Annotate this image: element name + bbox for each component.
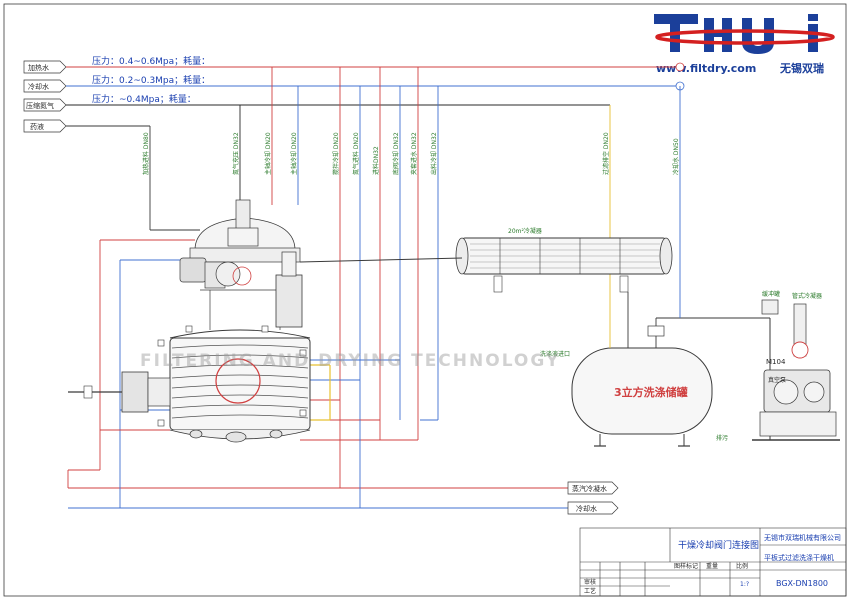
tank-label: 3立方洗涤储罐	[614, 385, 688, 399]
pressure-note-cold: 压力：0.2~0.3Mpa；耗量：	[92, 74, 210, 86]
pipe-label: 夹套进水 DN32	[410, 132, 418, 175]
title-block-text: 干燥冷却阀门连接图 无锡市双瑞机械有限公司 平板式过滤洗涤干燥机 BGX-DN1…	[584, 533, 841, 595]
logo-company-short: 无锡双瑞	[779, 61, 824, 75]
pipe-label: 冷却水 DN50	[672, 138, 680, 175]
drawing-border	[3, 3, 847, 597]
filter-dryer-vessel	[68, 199, 311, 443]
inlet-tag-nitrogen: 压缩氮气	[23, 98, 67, 112]
logo-mark-icon	[654, 14, 835, 54]
pipe-label: 过滤排空 DN20	[602, 132, 610, 175]
scale-value: 1:?	[740, 581, 749, 588]
inlet-tag-cooling-water: 冷却水	[23, 79, 67, 93]
outlet-tag-condensate: 蒸汽冷凝水	[567, 481, 619, 495]
pipe-label: 搅拌冷却 DN20	[332, 132, 340, 175]
vertical-pipes	[99, 67, 681, 470]
inlet-label: 冷却水	[28, 82, 49, 91]
pressure-note-hot: 压力：0.4~0.6Mpa；耗量：	[92, 55, 210, 67]
row-label-process: 工艺	[584, 587, 596, 595]
header-cell: 比例	[736, 562, 748, 570]
pipe-labels: 加热进料 DN80 氮气充压 DN32 主轴冷却 DN20 主轴冷却 DN20 …	[142, 132, 680, 175]
model-number: BGX-DN1800	[776, 579, 828, 588]
vacuum-pump-set: 真空泵 M104 缓冲罐 管式冷凝器	[730, 290, 840, 441]
watermark-text: FILTERING AND DRYING TECHNOLOGY	[140, 351, 560, 371]
header-cell: 重量	[706, 562, 718, 570]
title-block	[579, 527, 847, 597]
vacuum-pump-label: 真空泵	[768, 376, 786, 384]
row-label-review: 审核	[584, 578, 596, 586]
condenser-label: 20m²冷凝器	[508, 227, 542, 235]
inlet-tag-feed-liquid: 药液	[23, 119, 67, 133]
pipe-label: 氮气进料 DN20	[352, 132, 360, 175]
tank-side-label: 排污	[716, 434, 728, 442]
pipe-label: 氮气充压 DN32	[232, 132, 240, 175]
inlet-label: 药液	[30, 122, 44, 131]
outlet-label: 蒸汽冷凝水	[572, 484, 607, 493]
utility-inlets: 加热水 冷却水 压缩氮气 药液 压力：0.4~0.6Mpa；耗量： 压力：0.2…	[23, 55, 685, 133]
pipe-label: 主轴冷却 DN20	[290, 132, 298, 175]
pipe-label: 进料DN32	[372, 146, 380, 175]
equipment-name: 平板式过滤洗涤干燥机	[764, 553, 834, 562]
inlet-tag-hot-water: 加热水	[23, 60, 67, 74]
pressure-note-nitrogen: 压力：~0.4Mpa；耗量：	[92, 93, 196, 105]
pipe-label: 底阀冷却 DN32	[392, 132, 400, 175]
pipe-label: 主轴冷却 DN20	[264, 132, 272, 175]
inlet-label: 压缩氮气	[26, 101, 54, 110]
motor-label: M104	[766, 358, 786, 366]
outlet-tag-cooling-water: 冷却水	[567, 501, 619, 515]
washing-storage-tank: 3立方洗涤储罐 洗涤液进口 排污	[540, 290, 730, 447]
logo-url: www.filtdry.com	[656, 62, 756, 75]
tank-inlet-label: 洗涤液进口	[540, 350, 570, 358]
outlet-headers: 蒸汽冷凝水 冷却水	[67, 420, 619, 515]
pipe-label: 出料冷却 DN32	[430, 132, 438, 175]
outlet-label: 冷却水	[576, 504, 597, 513]
condenser: 20m²冷凝器	[299, 227, 673, 293]
inlet-label: 加热水	[28, 63, 49, 72]
header-cell: 图样标记	[674, 562, 698, 570]
company-name: 无锡市双瑞机械有限公司	[764, 533, 841, 542]
pipe-label: 加热进料 DN80	[142, 132, 150, 175]
pump-tag-1: 缓冲罐	[762, 290, 780, 298]
drawing-title: 干燥冷却阀门连接图	[678, 539, 759, 551]
pump-tag-2: 管式冷凝器	[792, 292, 822, 300]
